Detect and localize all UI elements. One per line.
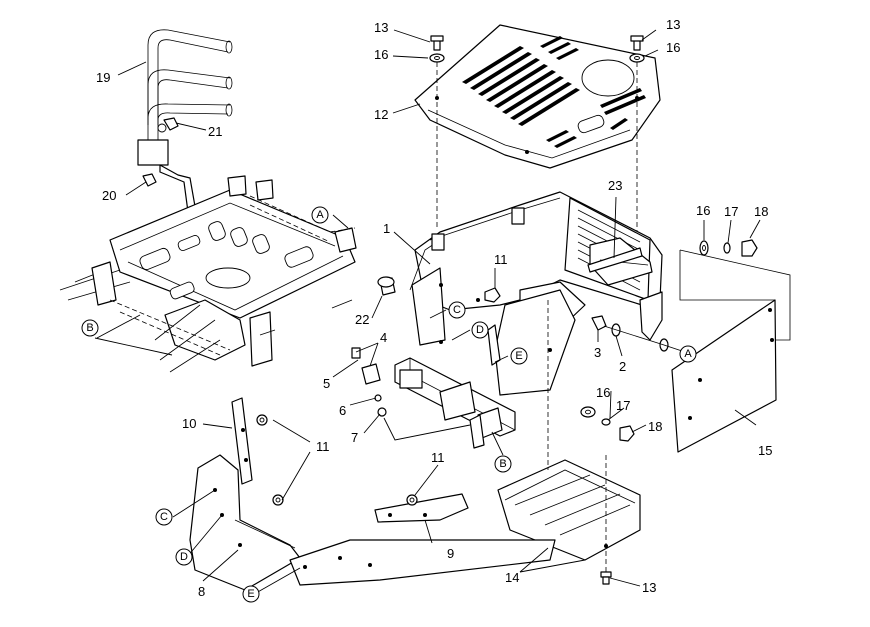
label-10: 10 <box>182 416 196 431</box>
svg-text:E: E <box>247 588 254 600</box>
callout-d-panel: D <box>175 548 193 566</box>
label-17-side: 17 <box>724 204 738 219</box>
bar-strip-9 <box>374 493 469 523</box>
callout-c-housing: C <box>448 301 466 319</box>
label-18-lower: 18 <box>648 419 662 434</box>
label-7: 7 <box>351 430 358 445</box>
bracket-10 <box>231 397 253 485</box>
svg-text:B: B <box>499 458 506 470</box>
lower-panel-8 <box>189 454 301 591</box>
svg-text:A: A <box>684 348 692 360</box>
callout-a-side: A <box>679 345 697 363</box>
label-5: 5 <box>323 376 330 391</box>
lower-strip <box>289 539 556 586</box>
label-16-right: 16 <box>666 40 680 55</box>
svg-text:C: C <box>160 511 168 523</box>
label-3: 3 <box>594 345 601 360</box>
label-15: 15 <box>758 443 772 458</box>
label-21: 21 <box>208 124 222 139</box>
label-2: 2 <box>619 359 626 374</box>
callout-a-frame: A <box>311 206 329 224</box>
front-frame <box>394 324 516 449</box>
label-11-top: 11 <box>494 252 508 267</box>
label-13-bottom: 13 <box>642 580 656 595</box>
label-16-lower: 16 <box>596 385 610 400</box>
svg-text:A: A <box>316 209 324 221</box>
label-1: 1 <box>383 221 390 236</box>
hardware <box>142 35 758 585</box>
part-labels: 19 21 20 13 16 12 13 16 1 11 23 16 17 18… <box>96 17 772 599</box>
label-16-left: 16 <box>374 47 388 62</box>
label-14: 14 <box>505 570 519 585</box>
label-19: 19 <box>96 70 110 85</box>
label-22: 22 <box>355 312 369 327</box>
label-6: 6 <box>339 403 346 418</box>
top-cover-12 <box>414 24 661 169</box>
svg-text:D: D <box>180 551 188 563</box>
svg-text:B: B <box>86 322 93 334</box>
label-11-left: 11 <box>316 439 330 454</box>
label-20: 20 <box>102 188 116 203</box>
svg-text:C: C <box>453 304 461 316</box>
callout-e-panel: E <box>242 585 260 603</box>
svg-text:D: D <box>476 324 484 336</box>
callout-b-front: B <box>494 455 512 473</box>
label-8: 8 <box>198 584 205 599</box>
label-23: 23 <box>608 178 622 193</box>
svg-text:E: E <box>515 350 522 362</box>
label-13-right: 13 <box>666 17 680 32</box>
handle-bars-19 <box>137 29 233 213</box>
label-18-side: 18 <box>754 204 768 219</box>
console-housing-1 <box>409 191 663 396</box>
callout-e-housing: E <box>510 347 528 365</box>
callout-c-panel: C <box>155 508 173 526</box>
chassis-frame <box>59 175 357 373</box>
label-9: 9 <box>447 546 454 561</box>
side-panel-15 <box>671 249 791 453</box>
callout-letters: A A B B C C D D E E <box>81 206 697 603</box>
leader-lines <box>94 29 761 594</box>
label-16-side: 16 <box>696 203 710 218</box>
label-11-mid: 11 <box>431 450 445 465</box>
bottom-tray-14 <box>497 459 641 561</box>
callout-b-left: B <box>81 319 99 337</box>
label-17-lower: 17 <box>616 398 630 413</box>
label-4: 4 <box>380 330 387 345</box>
label-12: 12 <box>374 107 388 122</box>
label-13-left: 13 <box>374 20 388 35</box>
callout-d-housing: D <box>471 321 489 339</box>
vent-slots <box>462 36 646 148</box>
